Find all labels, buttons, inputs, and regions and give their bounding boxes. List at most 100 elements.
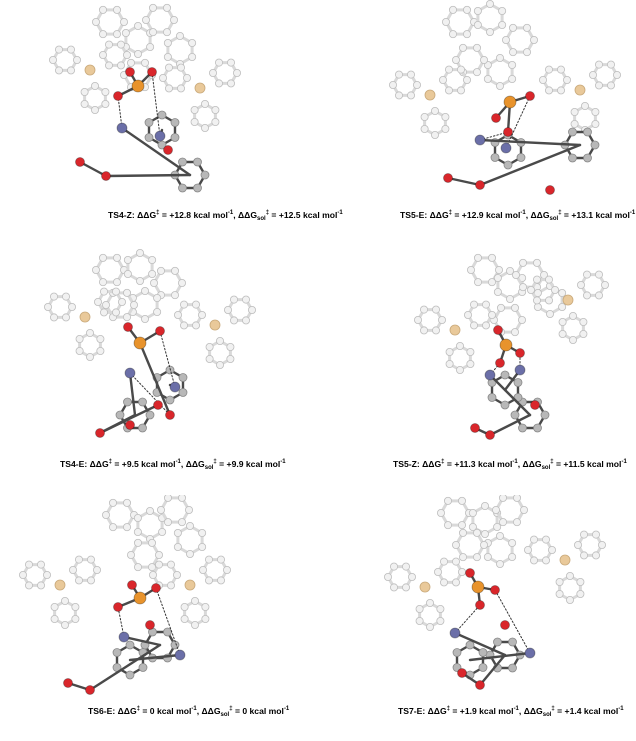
faded-atom — [112, 308, 121, 317]
caption-label: TS5-E — [400, 210, 425, 220]
faded-atom — [431, 107, 440, 116]
oxygen-atom — [127, 580, 137, 590]
faded-atom — [179, 300, 188, 309]
carbon-atom — [125, 640, 135, 650]
faded-atom — [43, 571, 52, 580]
faded-atom — [494, 265, 503, 274]
faded-atom — [532, 275, 541, 284]
faded-atom — [481, 321, 490, 330]
oxygen-atom — [85, 685, 95, 695]
faded-atom — [458, 43, 467, 52]
faded-atom — [93, 566, 102, 575]
carbon-atom — [452, 648, 462, 657]
bond — [88, 643, 162, 692]
faded-atom — [50, 615, 59, 624]
ddg-value: +12.8 — [169, 210, 192, 220]
faded-atom — [472, 68, 481, 77]
faded-atom — [123, 269, 132, 278]
faded-atom — [136, 249, 145, 257]
faded-atom — [452, 557, 461, 566]
faded-atom — [229, 295, 238, 304]
faded-atom — [445, 348, 454, 357]
faded-atom — [127, 551, 136, 560]
ddg-sol-value: +11.5 — [563, 459, 585, 469]
faded-atom — [517, 316, 526, 325]
faded-atom — [495, 82, 504, 91]
faded-atom — [445, 65, 454, 74]
faded-atom — [420, 113, 429, 122]
faded-atom — [529, 556, 538, 565]
faded-atom — [439, 76, 448, 85]
faded-atom — [214, 58, 223, 67]
faded-atom — [457, 65, 466, 74]
carbon-atom — [178, 373, 188, 382]
faded-atom — [214, 79, 223, 88]
bond — [453, 631, 507, 657]
faded-atom — [408, 573, 417, 582]
faded-atom — [591, 108, 600, 117]
faded-atom — [462, 5, 471, 14]
faded-atom — [170, 266, 179, 275]
substrate-core — [443, 91, 600, 195]
faded-atom — [487, 253, 496, 262]
faded-atom — [191, 300, 200, 309]
faded-atom — [86, 329, 95, 338]
faded-atom — [185, 521, 194, 530]
faded-atom — [204, 555, 213, 564]
faded-atom — [441, 113, 450, 122]
carbon-atom — [590, 140, 600, 150]
structure-panel-ts5-e — [330, 0, 630, 205]
faded-atom — [594, 60, 603, 69]
faded-atom — [200, 100, 209, 109]
oxygen-atom — [75, 157, 85, 167]
faded-atom — [518, 258, 527, 267]
faded-atom — [579, 330, 588, 339]
faded-atom — [75, 335, 84, 344]
faded-atom — [505, 295, 514, 304]
ddg-sol-value: 0 — [242, 706, 248, 716]
faded-atom — [529, 535, 538, 544]
faded-atom — [67, 66, 76, 75]
structure-panel-ts6-e — [10, 495, 310, 700]
oxygen-atom — [165, 410, 175, 420]
faded-atom — [191, 321, 200, 330]
faded-atom — [113, 253, 122, 262]
bond — [128, 371, 137, 417]
faded-atom — [558, 303, 567, 312]
faded-atom — [61, 621, 70, 630]
carbon-atom — [112, 648, 122, 657]
oxygen-atom — [443, 173, 453, 183]
oxygen-atom — [495, 358, 505, 368]
bond — [478, 143, 582, 187]
faded-atom — [148, 269, 157, 278]
faded-atom — [223, 306, 232, 315]
faded-atom — [166, 581, 175, 590]
nitrogen-atom — [169, 381, 181, 393]
carbon-atom — [157, 110, 167, 120]
oxygen-atom — [101, 171, 111, 181]
faded-atom — [432, 305, 441, 314]
faded-atom — [466, 265, 475, 274]
silicon-atom — [559, 554, 571, 566]
faded-atom — [123, 313, 132, 322]
carbon-atom — [452, 663, 462, 672]
silicon-atom — [84, 64, 96, 76]
faded-atom — [91, 106, 100, 115]
substrate-core — [95, 322, 188, 438]
carbon-atom — [568, 153, 577, 163]
faded-atom — [87, 576, 96, 585]
oxygen-atom — [475, 180, 485, 190]
bond — [446, 176, 482, 187]
faded-atom — [479, 56, 488, 65]
molecule-ts6-e — [18, 495, 231, 695]
faded-atom — [190, 621, 199, 630]
carbon-atom — [510, 410, 520, 420]
carbon-atom — [583, 153, 592, 163]
oxygen-atom — [151, 583, 161, 593]
faded-atom — [445, 86, 454, 95]
faded-atom — [211, 106, 220, 115]
ddg-sol-value: +13.1 — [571, 210, 594, 220]
faded-atom — [440, 578, 449, 587]
faded-atom — [134, 563, 143, 572]
faded-atom — [469, 321, 478, 330]
